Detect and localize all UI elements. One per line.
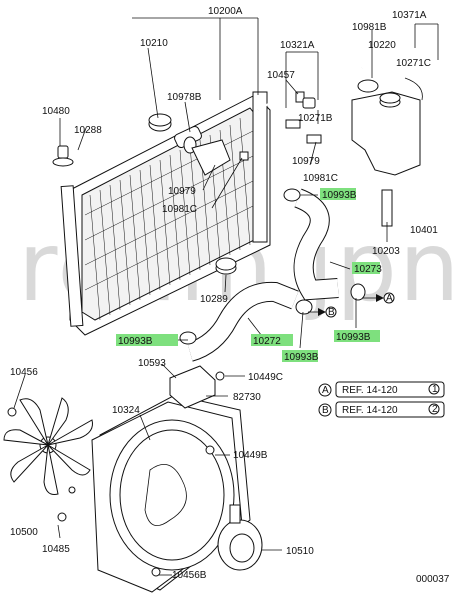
label-10510: 10510 — [286, 546, 314, 557]
label-10993B-lower: 10993B — [284, 352, 319, 363]
label-10979-left: 10979 — [168, 186, 196, 197]
label-10456B: 10456B — [172, 570, 207, 581]
label-10457: 10457 — [267, 70, 295, 81]
fasteners — [7, 371, 225, 577]
label-10480: 10480 — [42, 106, 70, 117]
label-10978B: 10978B — [167, 92, 202, 103]
label-10371A: 10371A — [392, 10, 427, 21]
arrow-to-b: B — [308, 306, 337, 318]
label-10993B-right: 10993B — [336, 332, 371, 343]
label-10220: 10220 — [368, 40, 396, 51]
fan-relay — [169, 365, 216, 409]
label-10593: 10593 — [138, 358, 166, 369]
label-10981C-left: 10981C — [162, 204, 197, 215]
label-10401: 10401 — [410, 225, 438, 236]
label-10210: 10210 — [140, 38, 168, 49]
fan-shroud — [91, 394, 251, 593]
svg-text:A: A — [386, 293, 393, 304]
label-10288: 10288 — [74, 125, 102, 136]
svg-text:2: 2 — [432, 404, 438, 415]
cooling-fan-blade — [3, 397, 93, 495]
svg-text:B: B — [322, 405, 329, 416]
reference-legend-a: A REF. 14-120 1 — [318, 381, 445, 398]
label-10321A: 10321A — [280, 40, 315, 51]
radiator-hose-10273 — [293, 188, 339, 301]
label-82730: 82730 — [233, 392, 261, 403]
label-10979-right: 10979 — [292, 156, 320, 167]
reference-legend-b: B REF. 14-120 2 — [318, 401, 445, 418]
label-10981C-right: 10981C — [303, 173, 338, 184]
overflow-hose — [257, 67, 363, 111]
svg-text:1: 1 — [432, 384, 438, 395]
leader-lines — [13, 17, 439, 576]
drain-cock-10978B — [302, 97, 316, 109]
label-10289: 10289 — [200, 294, 228, 305]
svg-text:B: B — [328, 307, 335, 318]
label-10271B: 10271B — [298, 113, 333, 124]
hose-clamp-upper — [283, 188, 366, 301]
arrow-to-a: A — [362, 292, 395, 304]
label-10449C: 10449C — [248, 372, 283, 383]
side-clip — [239, 151, 249, 161]
label-10981B: 10981B — [352, 22, 387, 33]
radiator-cap — [148, 113, 172, 132]
ref-a-text: REF. 14-120 — [342, 385, 398, 396]
hose-clamp-lower — [179, 299, 313, 345]
svg-text:A: A — [322, 385, 329, 396]
hose-clip-10457 — [295, 91, 305, 103]
radiator-hose-10272 — [186, 281, 299, 362]
label-10456: 10456 — [10, 367, 38, 378]
sensor-10979 — [285, 119, 322, 144]
fan-motor — [217, 504, 263, 571]
label-10200A: 10200A — [208, 6, 243, 17]
label-10271C: 10271C — [396, 58, 431, 69]
label-10324: 10324 — [112, 405, 140, 416]
reservoir-tank — [351, 77, 423, 176]
label-10449B: 10449B — [233, 450, 268, 461]
label-10203: 10203 — [372, 246, 400, 257]
lower-bracket — [191, 139, 231, 176]
mount-rubber — [215, 257, 237, 275]
label-10485: 10485 — [42, 544, 70, 555]
part-labels: 10200A 10371A 10981B 10210 10321A 10220 … — [10, 6, 438, 581]
label-10993B-upper: 10993B — [322, 190, 357, 201]
drain-plug — [52, 145, 74, 167]
ref-b-text: REF. 14-120 — [342, 405, 398, 416]
diagram-code: 000037 — [416, 574, 450, 585]
reservoir-bracket — [381, 189, 393, 227]
label-10272: 10272 — [253, 336, 281, 347]
label-10500: 10500 — [10, 527, 38, 538]
label-10993B-left: 10993B — [118, 336, 153, 347]
label-10273: 10273 — [354, 264, 382, 275]
